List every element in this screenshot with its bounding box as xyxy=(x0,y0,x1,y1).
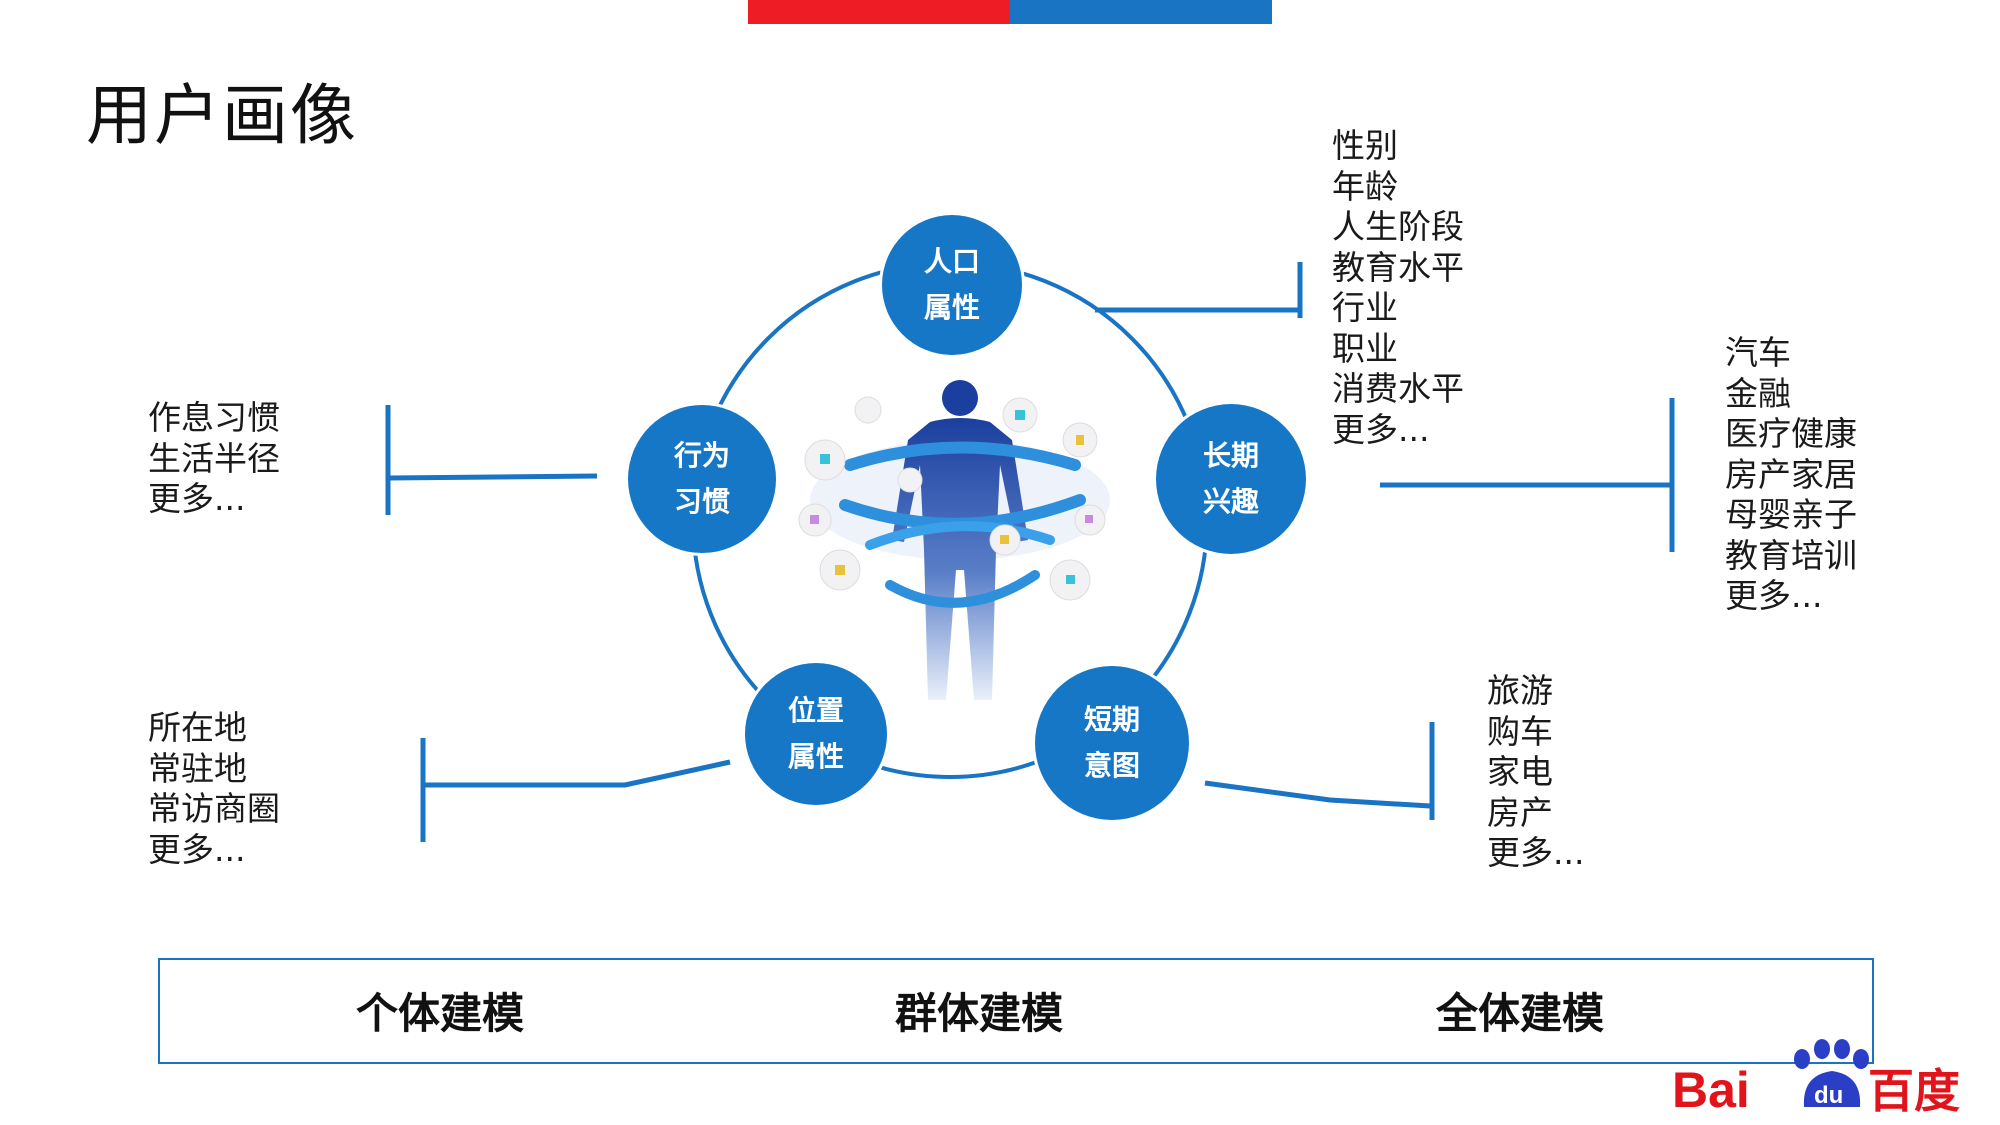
label-individual-modeling: 个体建模 xyxy=(355,989,525,1038)
list-item: 年龄 xyxy=(1332,166,1398,206)
list-demographic: 性别 年龄 人生阶段 教育水平 行业 职业 消费水平 更多... xyxy=(1332,126,1464,450)
logo-right-text: 百度 xyxy=(1868,1064,1960,1115)
connector-demographic xyxy=(1095,265,1303,313)
list-item: 常驻地 xyxy=(148,748,247,788)
node-behavior: 行为习惯 xyxy=(628,405,776,553)
list-item: 更多... xyxy=(148,479,246,518)
list-item: 消费水平 xyxy=(1332,369,1464,408)
list-item: 家电 xyxy=(1487,752,1553,791)
list-item: 更多... xyxy=(148,829,246,869)
list-item: 更多... xyxy=(1725,576,1823,615)
node-location: 位置属性 xyxy=(745,663,887,805)
list-location: 所在地 常驻地 常访商圈 更多... xyxy=(148,708,280,870)
list-item: 房产家居 xyxy=(1725,454,1857,494)
list-item: 更多... xyxy=(1332,409,1430,449)
list-item: 房产 xyxy=(1487,792,1553,832)
node-demographic: 人口属性 xyxy=(882,215,1022,355)
human-figure-illustration xyxy=(798,380,1110,700)
baidu-logo: Bai du 百度 xyxy=(1672,1039,1960,1115)
list-item: 汽车 xyxy=(1725,333,1791,372)
list-item: 教育水平 xyxy=(1332,247,1464,287)
paw-icon xyxy=(1794,1039,1869,1107)
connector-behavior xyxy=(389,473,598,481)
top-accent-blue-bar xyxy=(1010,0,1272,24)
node-short-term-intent: 短期意图 xyxy=(1035,666,1189,820)
page-title: 用户画像 xyxy=(86,77,358,154)
list-long-term-interest: 汽车 金融 医疗健康 房产家居 母婴亲子 教育培训 更多... xyxy=(1725,333,1857,617)
logo-left-text: Bai xyxy=(1672,1062,1750,1115)
list-item: 购车 xyxy=(1487,711,1553,751)
list-item: 所在地 xyxy=(148,708,247,747)
list-item: 医疗健康 xyxy=(1725,414,1857,453)
list-item: 行业 xyxy=(1332,288,1398,327)
list-item: 人生阶段 xyxy=(1332,207,1464,246)
list-short-term-intent: 旅游 购车 家电 房产 更多... xyxy=(1487,671,1584,874)
list-behavior: 作息习惯 生活半径 更多... xyxy=(148,398,280,520)
list-item: 母婴亲子 xyxy=(1725,495,1857,534)
list-item: 金融 xyxy=(1725,373,1791,413)
list-item: 性别 xyxy=(1332,126,1398,165)
label-population-modeling: 全体建模 xyxy=(1435,989,1605,1038)
list-item: 作息习惯 xyxy=(148,398,280,437)
node-long-term-interest: 长期兴趣 xyxy=(1156,404,1306,554)
connector-short-term xyxy=(1204,780,1431,809)
logo-paw-text: du xyxy=(1814,1082,1843,1109)
label-group-modeling: 群体建模 xyxy=(894,989,1064,1038)
list-item: 生活半径 xyxy=(148,438,280,478)
top-accent-red-bar xyxy=(748,0,1010,24)
list-item: 旅游 xyxy=(1487,671,1553,710)
list-item: 教育培训 xyxy=(1725,535,1857,575)
list-item: 更多... xyxy=(1487,833,1585,872)
list-item: 职业 xyxy=(1332,328,1398,368)
connector-location xyxy=(423,759,731,788)
list-item: 常访商圈 xyxy=(148,789,280,828)
modeling-levels-box xyxy=(158,958,1874,1064)
